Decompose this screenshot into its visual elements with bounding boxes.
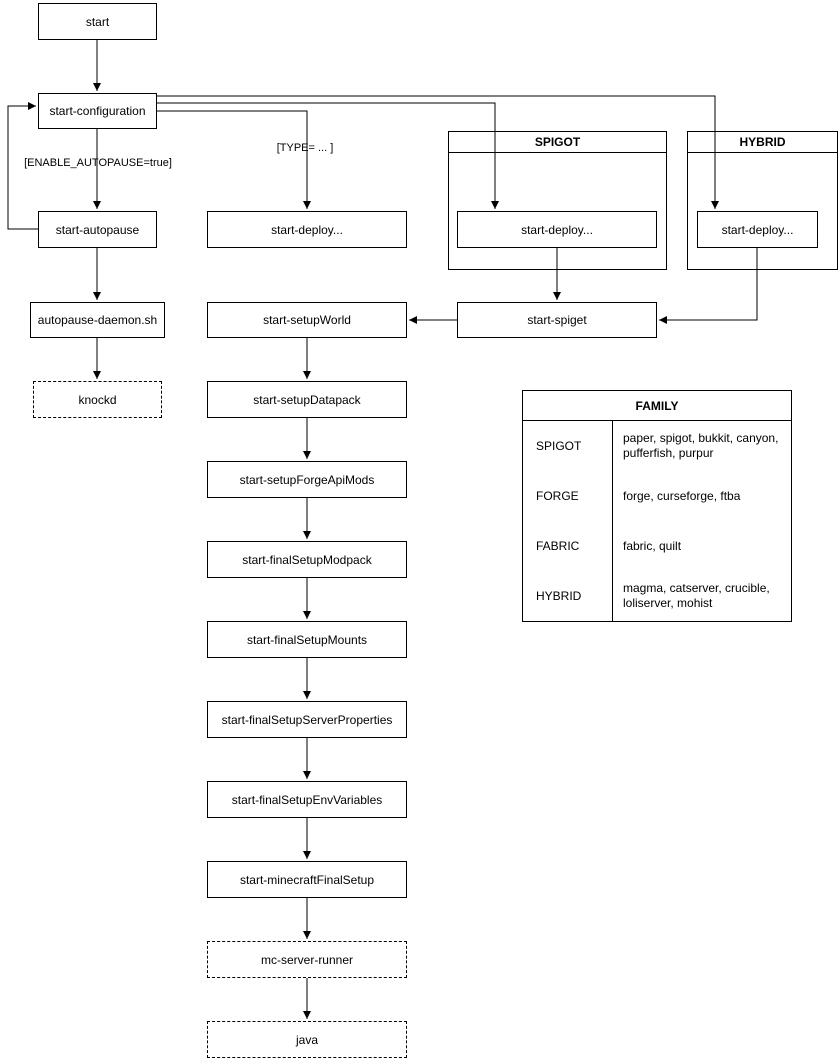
node-start-spiget: start-spiget [457,302,657,338]
family-row-spigot: SPIGOT paper, spigot, bukkit, canyon, pu… [523,421,791,471]
edge-configuration-to-deploy-main [157,110,311,209]
node-knockd: knockd [33,381,162,418]
node-start-deploy-spigot: start-deploy... [457,211,657,248]
node-autopause-daemon: autopause-daemon.sh [30,302,165,338]
node-java: java [207,1021,407,1058]
node-start-autopause: start-autopause [38,211,157,248]
node-start: start [38,3,157,40]
family-name: FABRIC [523,521,613,571]
node-start-deploy-main: start-deploy... [207,211,407,248]
node-mc-server-runner: mc-server-runner [207,941,407,978]
group-spigot: SPIGOT [448,131,667,270]
edge-label-type: [TYPE= ... ] [274,142,336,155]
node-start-configuration: start-configuration [38,93,157,129]
family-members: fabric, quilt [623,538,682,553]
family-table-body: SPIGOT paper, spigot, bukkit, canyon, pu… [523,421,791,621]
node-start-finalsetupmodpack: start-finalSetupModpack [207,541,407,578]
family-members: forge, curseforge, ftba [623,488,741,503]
node-start-deploy-hybrid: start-deploy... [697,211,818,248]
node-start-finalsetupserverproperties: start-finalSetupServerProperties [207,701,407,738]
node-start-setupworld: start-setupWorld [207,302,407,338]
edge-configuration-to-deploy-spigot [157,102,499,209]
family-name: HYBRID [523,571,613,621]
group-spigot-title: SPIGOT [449,132,666,153]
group-hybrid-title: HYBRID [688,132,837,153]
node-start-finalsetupenvvariables: start-finalSetupEnvVariables [207,781,407,818]
edge-label-enable-autopause: [ENABLE_AUTOPAUSE=true] [22,157,174,170]
family-name: FORGE [523,471,613,521]
family-name: SPIGOT [523,421,613,471]
family-members: paper, spigot, bukkit, canyon, pufferfis… [623,431,779,460]
node-start-minecraftfinalsetup: start-minecraftFinalSetup [207,861,407,898]
node-start-setupforgeapimods: start-setupForgeApiMods [207,461,407,498]
family-table-title: FAMILY [523,391,791,421]
node-start-finalsetupmounts: start-finalSetupMounts [207,621,407,658]
node-start-setupdatapack: start-setupDatapack [207,381,407,418]
family-row-forge: FORGE forge, curseforge, ftba [523,471,791,521]
family-members: magma, catserver, crucible, loliserver, … [623,581,770,610]
family-row-hybrid: HYBRID magma, catserver, crucible, lolis… [523,571,791,621]
family-table: FAMILY SPIGOT paper, spigot, bukkit, can… [522,390,792,622]
family-row-fabric: FABRIC fabric, quilt [523,521,791,571]
group-hybrid: HYBRID [687,131,838,270]
